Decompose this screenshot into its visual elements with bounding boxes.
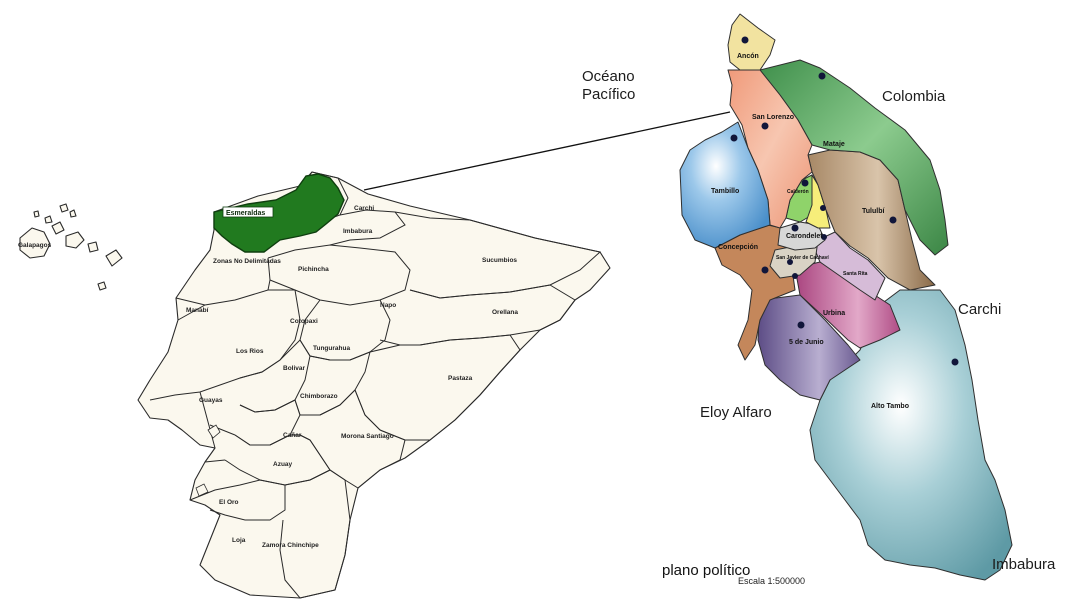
province-label-cotopaxi: Cotopaxi — [290, 318, 318, 325]
province-borders — [149, 171, 602, 599]
town-dot — [889, 216, 897, 224]
neighbor-label-oceano: Océano — [582, 68, 635, 85]
town-dot — [761, 266, 769, 274]
town-dot — [741, 36, 749, 44]
parish-label-tambillo: Tambillo — [711, 188, 739, 195]
province-label-galapagos: Galapagos — [18, 242, 52, 249]
town-dot — [792, 273, 798, 279]
parish-label-tululbi: Tululbí — [862, 208, 885, 215]
gulf-islands — [195, 424, 221, 497]
parish-5-de-junio — [757, 294, 861, 401]
parish-label-concepcion: Concepción — [718, 244, 758, 251]
ecuador-mainland — [137, 171, 611, 599]
map-scale: Escala 1:500000 — [738, 576, 805, 586]
town-dot — [820, 205, 826, 211]
province-label-el-oro: El Oro — [219, 499, 239, 506]
province-label-loja: Loja — [232, 537, 246, 544]
town-dot — [797, 321, 805, 329]
parish-ancon — [727, 13, 776, 71]
parish-label-calderon: Calderón — [787, 189, 809, 195]
parish-label-ancon: Ancón — [737, 53, 759, 60]
parish-label-5-de-junio: 5 de Junio — [789, 339, 824, 346]
esmeraldas-detail-map: Ancón San Lorenzo Mataje Tambillo Calder… — [582, 13, 1056, 586]
parish-label-carondelet: Carondelet — [786, 233, 823, 240]
parish-santa-rita — [814, 231, 886, 301]
province-label-esmeraldas: Esmeraldas — [226, 210, 265, 217]
province-label-zonas-no-delimitadas: Zonas No Delimitadas — [213, 258, 281, 265]
parish-tambillo — [679, 121, 771, 249]
neighbor-label-imbabura: Imbabura — [992, 556, 1056, 573]
town-dot — [761, 122, 769, 130]
esmeraldas-label-box — [222, 206, 274, 218]
parish-label-santa-rita: Santa Rita — [843, 271, 868, 277]
province-label-napo: Napo — [380, 302, 396, 309]
parish-label-san-javier: San Javier de Cachaví — [776, 255, 829, 261]
map-title: plano político — [662, 562, 750, 579]
leader-line — [363, 111, 731, 191]
province-label-carchi: Carchi — [354, 205, 374, 212]
province-label-azuay: Azuay — [273, 461, 293, 468]
parish-label-mataje: Mataje — [823, 141, 845, 148]
province-label-manabi: Manabí — [186, 307, 209, 314]
town-dot — [787, 259, 793, 265]
province-label-los-rios: Los Rios — [236, 348, 264, 355]
province-label-chimborazo: Chimborazo — [300, 393, 338, 400]
neighbor-label-carchi: Carchi — [958, 301, 1001, 318]
parish-carondelet — [777, 221, 826, 251]
parish-label-urbina: Urbina — [823, 310, 845, 317]
neighbor-label-pacifico: Pacífico — [582, 86, 635, 103]
parish-mataje — [759, 59, 949, 256]
town-dot — [951, 358, 959, 366]
neighbor-label-eloy-alfaro: Eloy Alfaro — [700, 404, 772, 421]
province-esmeraldas-highlight — [213, 173, 345, 253]
province-label-orellana: Orellana — [492, 309, 518, 316]
province-label-morona-santiago: Morona Santiago — [341, 433, 394, 440]
province-label-canar: Cañar — [283, 432, 302, 439]
town-dot — [730, 134, 738, 142]
province-label-imbabura: Imbabura — [343, 228, 373, 235]
town-dot — [801, 179, 809, 187]
province-label-pastaza: Pastaza — [448, 375, 473, 382]
parish-label-san-lorenzo: San Lorenzo — [752, 114, 794, 121]
province-label-zamora-chinchipe: Zamora Chinchipe — [262, 542, 319, 549]
ecuador-map: Galapagos Esmeraldas — [18, 171, 611, 599]
province-label-bolivar: Bolivar — [283, 365, 306, 372]
town-dot — [821, 234, 827, 240]
parish-alto-tambo — [809, 289, 1013, 581]
neighbor-label-colombia: Colombia — [882, 88, 946, 105]
province-label-pichincha: Pichincha — [298, 266, 329, 273]
town-dot — [791, 224, 799, 232]
town-dot — [818, 72, 826, 80]
parish-san-lorenzo — [727, 69, 813, 229]
province-label-sucumbios: Sucumbios — [482, 257, 517, 264]
galapagos-islands: Galapagos — [18, 203, 123, 291]
town-dots — [730, 36, 959, 366]
province-label-guayas: Guayas — [199, 397, 223, 404]
parish-label-alto-tambo: Alto Tambo — [871, 403, 909, 410]
province-label-tungurahua: Tungurahua — [313, 345, 350, 352]
